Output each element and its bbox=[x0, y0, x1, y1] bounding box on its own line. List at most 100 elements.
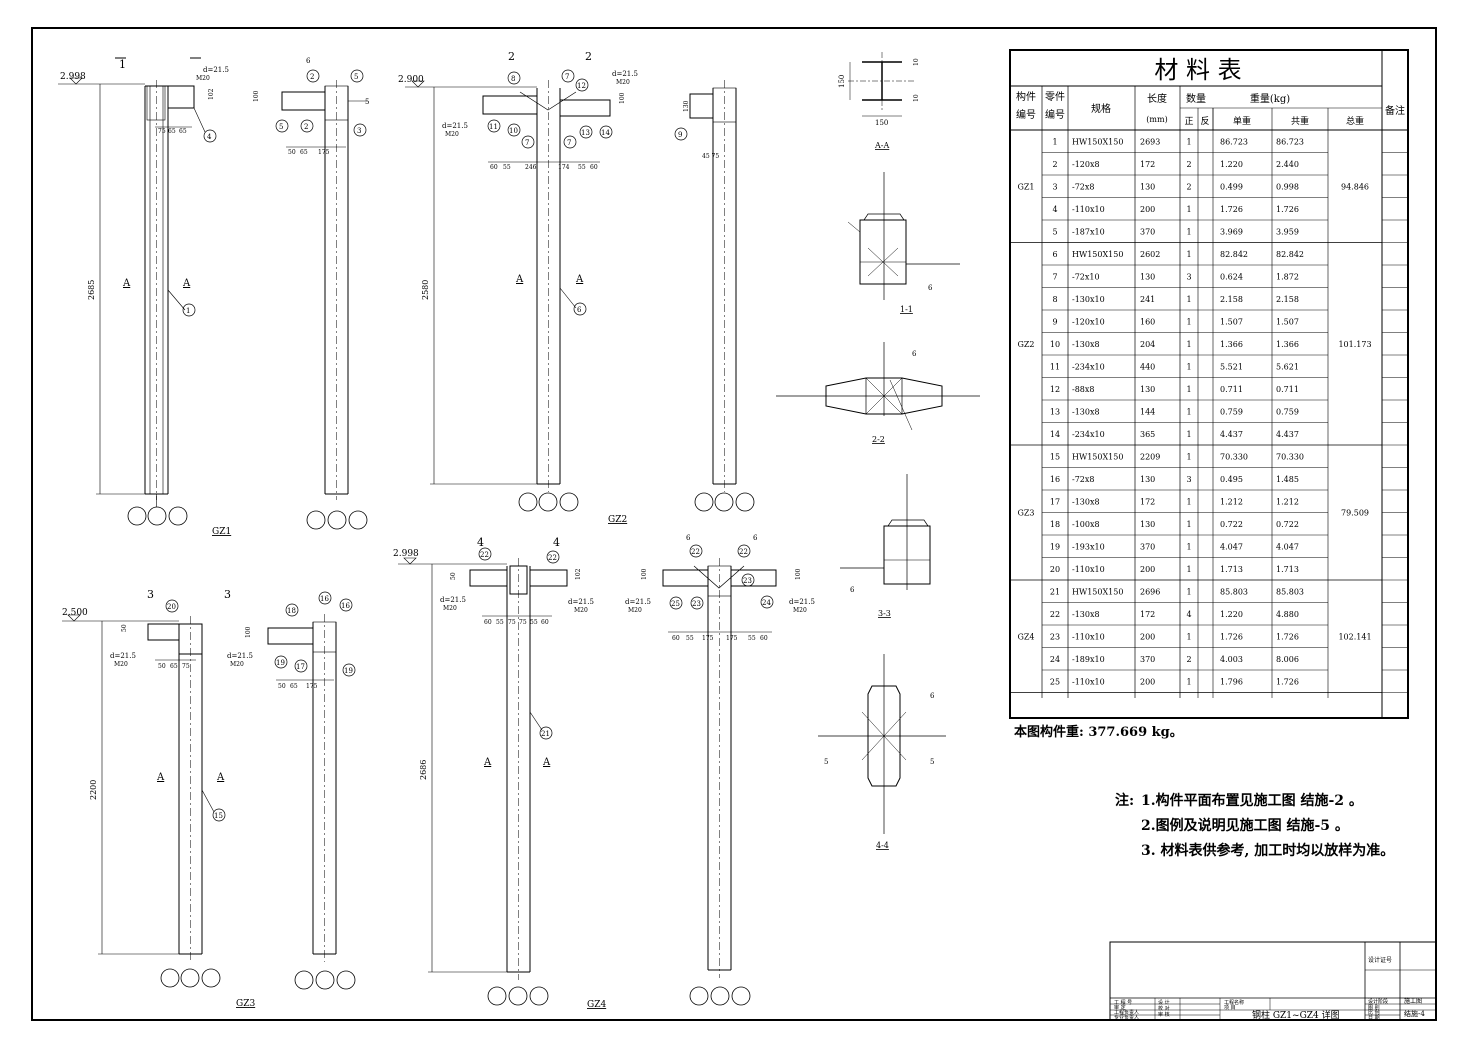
part-unit-weight: 4.047 bbox=[1220, 542, 1243, 551]
part-qty: 1 bbox=[1186, 407, 1191, 416]
svg-text:17: 17 bbox=[296, 663, 305, 671]
part-length: 370 bbox=[1140, 655, 1155, 664]
svg-text:2: 2 bbox=[585, 50, 592, 63]
gz4-height-dim: 2686 bbox=[419, 760, 428, 780]
svg-text:比 例: 比 例 bbox=[1368, 1009, 1380, 1016]
part-spec: -110x10 bbox=[1072, 632, 1105, 641]
hdr-part-no-2: 编号 bbox=[1045, 108, 1065, 121]
svg-text:2: 2 bbox=[304, 123, 308, 131]
gz2-height-dim: 2580 bbox=[421, 280, 430, 300]
svg-text:审 核: 审 核 bbox=[1158, 1011, 1170, 1018]
part-qty: 1 bbox=[1186, 632, 1191, 641]
svg-text:25: 25 bbox=[671, 600, 680, 608]
part-spec: -130x8 bbox=[1072, 407, 1100, 416]
part-total-weight: 82.842 bbox=[1276, 250, 1304, 259]
svg-text:19: 19 bbox=[344, 667, 353, 675]
svg-text:d=21.5: d=21.5 bbox=[227, 652, 253, 660]
svg-text:1: 1 bbox=[186, 307, 190, 315]
svg-text:A: A bbox=[156, 772, 165, 783]
outer-frame bbox=[31, 27, 1437, 1021]
part-total-weight: 1.726 bbox=[1276, 677, 1299, 686]
svg-text:2: 2 bbox=[310, 73, 314, 81]
svg-text:60: 60 bbox=[672, 635, 680, 642]
svg-text:60: 60 bbox=[541, 619, 549, 626]
svg-text:75: 75 bbox=[508, 619, 516, 626]
part-total-weight: 1.366 bbox=[1276, 340, 1299, 349]
svg-text:55: 55 bbox=[496, 619, 504, 626]
svg-text:6: 6 bbox=[577, 306, 582, 314]
svg-text:设计证号: 设计证号 bbox=[1368, 956, 1392, 964]
part-no: 10 bbox=[1050, 340, 1060, 349]
svg-text:图 别: 图 别 bbox=[1368, 1004, 1380, 1011]
svg-text:4: 4 bbox=[207, 133, 212, 141]
part-unit-weight: 70.330 bbox=[1220, 452, 1248, 461]
part-spec: -72x8 bbox=[1072, 475, 1094, 484]
part-qty: 1 bbox=[1186, 137, 1191, 146]
gz3-height-dim: 2200 bbox=[89, 780, 98, 800]
svg-text:150: 150 bbox=[838, 75, 846, 88]
gz1-part-callout bbox=[182, 303, 196, 317]
part-qty: 1 bbox=[1186, 520, 1191, 529]
column-gz4-front: 2.998 2686 4 4 A A 21 22 22 d=21.5 M20 d… bbox=[393, 536, 606, 1010]
svg-text:M20: M20 bbox=[443, 605, 457, 612]
part-unit-weight: 1.726 bbox=[1220, 632, 1243, 641]
part-spec: -120x10 bbox=[1072, 317, 1105, 326]
part-total-weight: 0.722 bbox=[1276, 520, 1299, 529]
part-length: 200 bbox=[1140, 565, 1155, 574]
part-length: 130 bbox=[1140, 520, 1155, 529]
material-table: 材 料 表构件编号零件编号规格长度(mm)数量正反重量(kg)单重共重总重备注1… bbox=[1009, 49, 1409, 719]
svg-text:60: 60 bbox=[590, 164, 598, 171]
hdr-remark: 备注 bbox=[1385, 104, 1405, 117]
hdr-member-no-2: 编号 bbox=[1016, 108, 1036, 121]
part-unit-weight: 85.803 bbox=[1220, 587, 1248, 596]
svg-text:设 计: 设 计 bbox=[1158, 999, 1170, 1006]
part-length: 130 bbox=[1140, 182, 1155, 191]
svg-text:22: 22 bbox=[691, 548, 700, 556]
svg-text:5: 5 bbox=[365, 98, 369, 106]
svg-text:6: 6 bbox=[912, 350, 917, 358]
svg-text:150: 150 bbox=[875, 119, 888, 127]
part-total-weight: 4.880 bbox=[1276, 610, 1299, 619]
hdr-weight: 重量(kg) bbox=[1250, 92, 1290, 105]
svg-text:5: 5 bbox=[824, 758, 828, 766]
part-unit-weight: 0.722 bbox=[1220, 520, 1243, 529]
part-unit-weight: 0.759 bbox=[1220, 407, 1243, 416]
part-unit-weight: 4.003 bbox=[1220, 655, 1243, 664]
part-unit-weight: 4.437 bbox=[1220, 430, 1243, 439]
svg-text:15: 15 bbox=[214, 812, 223, 820]
svg-text:5: 5 bbox=[279, 123, 283, 131]
svg-text:100: 100 bbox=[619, 92, 626, 104]
part-qty: 1 bbox=[1186, 452, 1191, 461]
svg-text:M20: M20 bbox=[793, 607, 807, 614]
part-total-weight: 1.507 bbox=[1276, 317, 1299, 326]
part-unit-weight: 0.495 bbox=[1220, 475, 1243, 484]
part-spec: -234x10 bbox=[1072, 362, 1105, 371]
part-qty: 1 bbox=[1186, 317, 1191, 326]
part-unit-weight: 1.366 bbox=[1220, 340, 1243, 349]
part-unit-weight: 86.723 bbox=[1220, 137, 1248, 146]
part-length: 172 bbox=[1140, 160, 1155, 169]
part-spec: -110x10 bbox=[1072, 677, 1105, 686]
part-qty: 1 bbox=[1186, 205, 1191, 214]
svg-text:7: 7 bbox=[565, 73, 569, 81]
part-total-weight: 70.330 bbox=[1276, 452, 1304, 461]
part-no: 3 bbox=[1052, 182, 1057, 191]
drawing-title: 钢柱 GZ1~GZ4 详图 bbox=[1252, 1009, 1340, 1021]
part-qty: 2 bbox=[1186, 182, 1191, 191]
part-spec: -72x8 bbox=[1072, 182, 1094, 191]
member-no: GZ4 bbox=[1017, 632, 1034, 641]
part-spec: -130x10 bbox=[1072, 295, 1105, 304]
part-total-weight: 1.485 bbox=[1276, 475, 1299, 484]
part-qty: 1 bbox=[1186, 385, 1191, 394]
gz3-label: GZ3 bbox=[236, 999, 255, 1009]
section-1-1: 6 1-1 bbox=[847, 172, 960, 314]
part-qty: 2 bbox=[1186, 160, 1191, 169]
svg-text:100: 100 bbox=[795, 568, 802, 580]
svg-text:65: 65 bbox=[168, 128, 176, 135]
svg-text:50: 50 bbox=[121, 624, 128, 632]
part-no: 5 bbox=[1052, 227, 1057, 236]
part-no: 1 bbox=[1052, 137, 1057, 146]
svg-text:22: 22 bbox=[548, 554, 557, 562]
gz1-bolt-note: M20 bbox=[196, 75, 210, 82]
section-a-a-label: A-A bbox=[874, 141, 889, 150]
